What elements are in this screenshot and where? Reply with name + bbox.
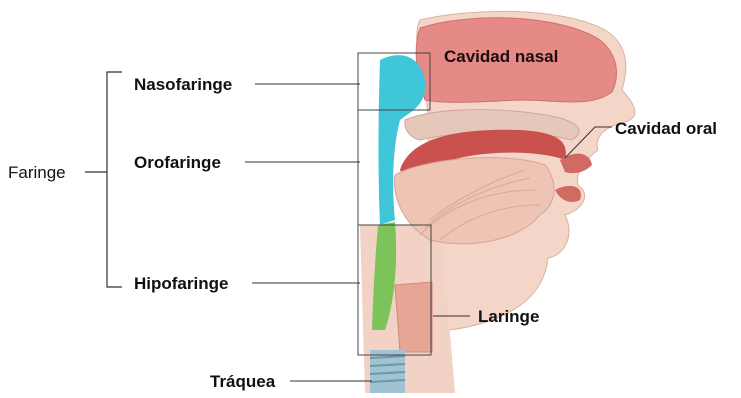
- faringe-bracket: [85, 72, 122, 287]
- cavidad-nasal-label: Cavidad nasal: [444, 48, 558, 65]
- oropharynx-box: [358, 110, 370, 225]
- orofaringe-label: Orofaringe: [134, 154, 221, 171]
- hipofaringe-label: Hipofaringe: [134, 275, 228, 292]
- laringe-label: Laringe: [478, 308, 539, 325]
- larynx-region: [395, 282, 432, 352]
- nasofaringe-label: Nasofaringe: [134, 76, 232, 93]
- trachea-rings: [370, 350, 405, 393]
- traquea-label: Tráquea: [210, 373, 275, 390]
- cavidad-oral-label: Cavidad oral: [615, 120, 717, 137]
- faringe-label: Faringe: [8, 164, 66, 181]
